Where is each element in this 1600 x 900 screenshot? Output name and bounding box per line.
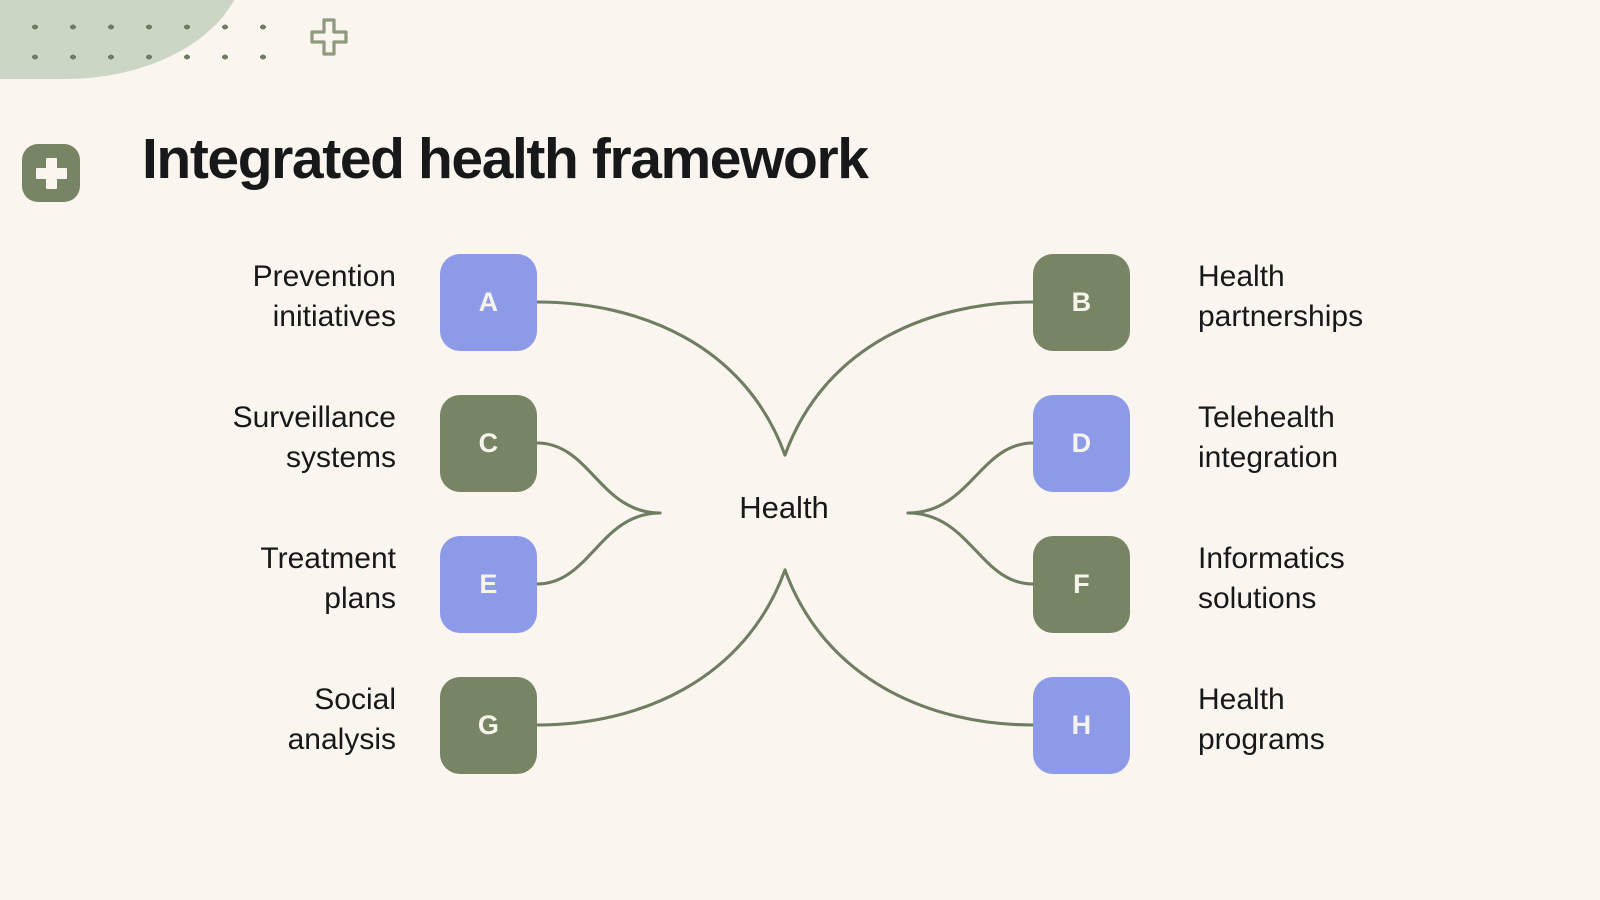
edge-a-center xyxy=(535,300,787,457)
node-label-c: Surveillance systems xyxy=(232,401,396,474)
node-label-b: Health partnerships xyxy=(1198,260,1364,333)
node-label-e: Treatment plans xyxy=(260,542,396,615)
plus-outline-icon xyxy=(310,18,348,56)
node-label-d: Telehealth integration xyxy=(1198,401,1339,474)
node-label-h: Health programs xyxy=(1198,683,1325,756)
node-c[interactable]: C xyxy=(440,395,537,492)
node-a[interactable]: A xyxy=(440,254,537,351)
node-f[interactable]: F xyxy=(1033,536,1130,633)
node-label-f: Informatics solutions xyxy=(1198,542,1345,615)
node-d[interactable]: D xyxy=(1033,395,1130,492)
edge-g-center xyxy=(535,568,787,727)
edge-h-center xyxy=(783,568,1035,727)
center-node-label: Health xyxy=(739,490,829,525)
edge-c-center xyxy=(535,441,662,515)
node-g[interactable]: G xyxy=(440,677,537,774)
node-label-a: Prevention initiatives xyxy=(252,260,396,333)
node-label-g: Social analysis xyxy=(287,683,396,756)
edge-b-center xyxy=(783,300,1035,457)
node-e[interactable]: E xyxy=(440,536,537,633)
page-title: Integrated health framework xyxy=(142,127,869,192)
edge-f-center xyxy=(906,511,1035,586)
node-b[interactable]: B xyxy=(1033,254,1130,351)
node-h[interactable]: H xyxy=(1033,677,1130,774)
edge-e-center xyxy=(535,511,662,586)
brand-plus-badge xyxy=(22,144,80,202)
plus-icon-bar-vertical xyxy=(45,157,57,189)
dot-grid-icon xyxy=(0,0,290,72)
edge-d-center xyxy=(906,441,1035,515)
